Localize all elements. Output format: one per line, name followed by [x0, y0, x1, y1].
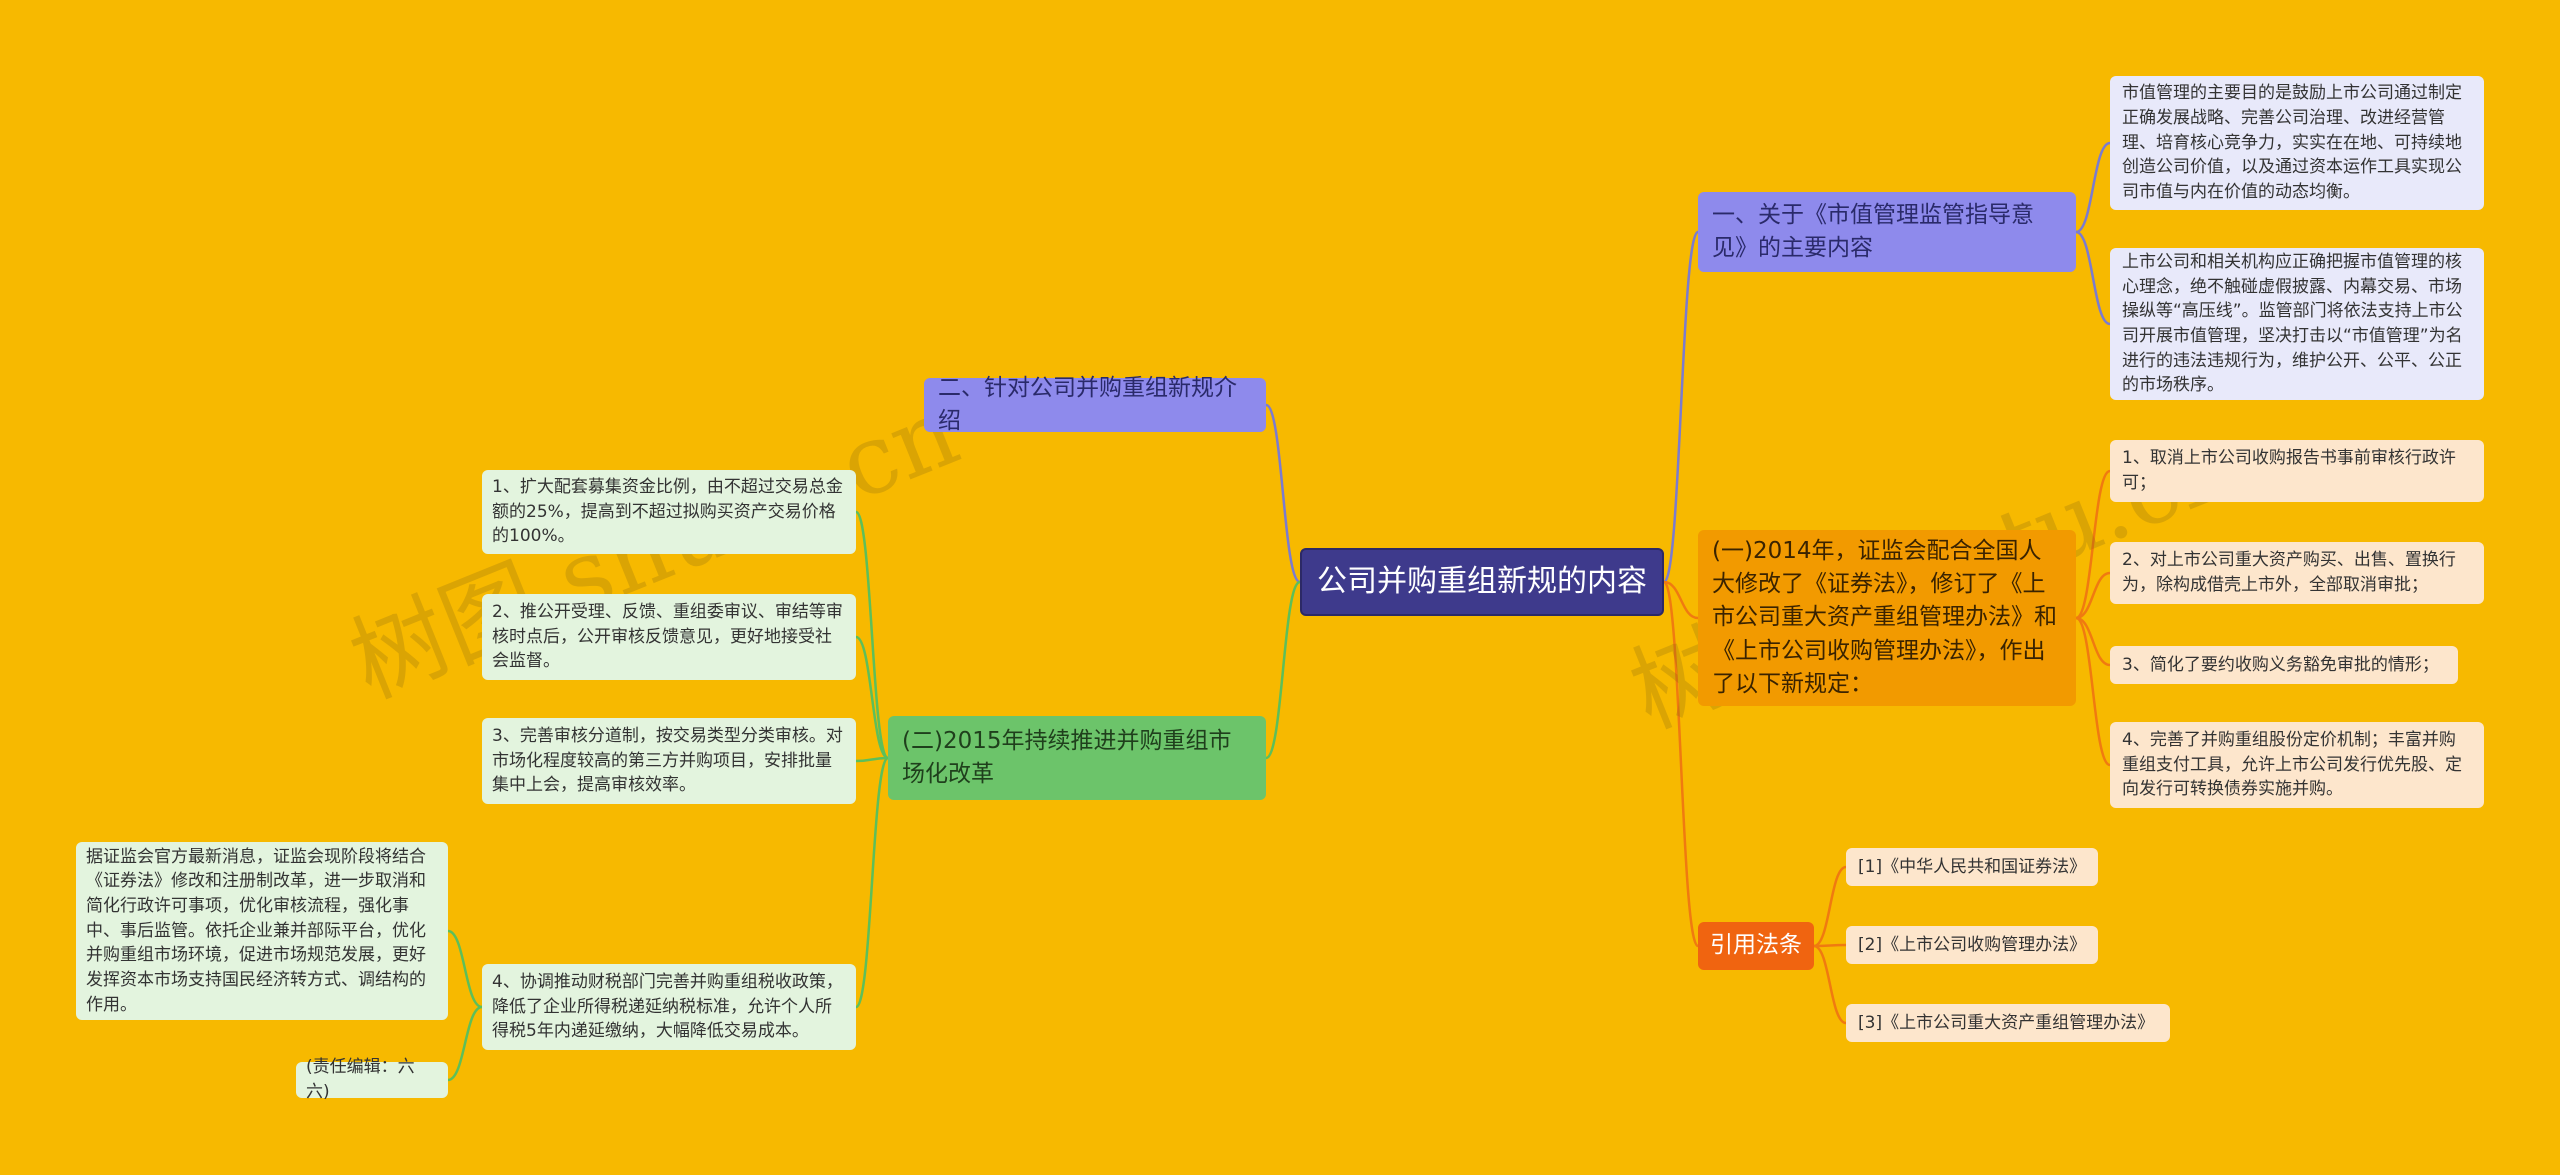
leaf-2014-item-4[interactable]: 4、完善了并购重组股份定价机制；丰富并购重组支付工具，允许上市公司发行优先股、定…	[2110, 722, 2484, 808]
root-node[interactable]: 公司并购重组新规的内容	[1300, 548, 1664, 616]
edge-l2-sub1	[447, 929, 483, 1009]
branch-label: 二、针对公司并购重组新规介绍	[938, 374, 1237, 434]
edge-root-branch1	[1662, 230, 1700, 584]
branch-label: (一)2014年，证监会配合全国人大修改了《证券法》，修订了《上市公司重大资产重…	[1712, 537, 2057, 698]
leaf-2015-item-4[interactable]: 4、协调推动财税部门完善并购重组税收政策，降低了企业所得税递延纳税标准，允许个人…	[482, 964, 856, 1050]
edge-root-left1	[1265, 403, 1301, 584]
edge-root-left2	[1265, 580, 1301, 760]
edge-b1-leaf1	[2075, 141, 2111, 234]
edge-b1-leaf2	[2075, 230, 2111, 326]
edge-l2-leaf2	[855, 635, 889, 760]
branch-2014-revisions[interactable]: (一)2014年，证监会配合全国人大修改了《证券法》，修订了《上市公司重大资产重…	[1698, 530, 2076, 706]
branch-label: 一、关于《市值管理监管指导意见》的主要内容	[1712, 201, 2034, 261]
leaf-2014-item-1[interactable]: 1、取消上市公司收购报告书事前审核行政许可；	[2110, 440, 2484, 502]
edge-b3-leaf2	[1813, 943, 1847, 948]
edge-l2-leaf4	[854, 756, 890, 1009]
leaf-law-restructuring[interactable]: [3]《上市公司重大资产重组管理办法》	[1846, 1004, 2170, 1042]
branch-label: (二)2015年持续推进并购重组市场化改革	[902, 727, 1232, 787]
leaf-2015-item-1[interactable]: 1、扩大配套募集资金比例，由不超过交易总金额的25%，提高到不超过拟购买资产交易…	[482, 470, 856, 554]
edge-b3-leaf1	[1813, 865, 1847, 948]
leaf-2015-item-2[interactable]: 2、推公开受理、反馈、重组委审议、审结等审核时点后，公开审核反馈意见，更好地接受…	[482, 594, 856, 680]
leaf-market-value-purpose[interactable]: 市值管理的主要目的是鼓励上市公司通过制定正确发展战略、完善公司治理、改进经营管理…	[2110, 76, 2484, 210]
edge-b2-leaf1	[2075, 469, 2111, 620]
branch-new-rules-intro[interactable]: 二、针对公司并购重组新规介绍	[924, 375, 1266, 434]
root-label: 公司并购重组新规的内容	[1317, 564, 1647, 600]
leaf-2014-item-3[interactable]: 3、简化了要约收购义务豁免审批的情形；	[2110, 646, 2458, 684]
leaf-csrc-news[interactable]: 据证监会官方最新消息，证监会现阶段将结合《证券法》修改和注册制改革，进一步取消和…	[76, 842, 448, 1020]
branch-cited-laws[interactable]: 引用法条	[1698, 922, 1814, 970]
leaf-market-value-concept[interactable]: 上市公司和相关机构应正确把握市值管理的核心理念，绝不触碰虚假披露、内幕交易、市场…	[2110, 248, 2484, 400]
leaf-2014-item-2[interactable]: 2、对上市公司重大资产购买、出售、置换行为，除构成借壳上市外，全部取消审批；	[2110, 542, 2484, 604]
branch-market-value-guidance[interactable]: 一、关于《市值管理监管指导意见》的主要内容	[1698, 192, 2076, 272]
leaf-editor[interactable]: (责任编辑：六六)	[296, 1057, 448, 1102]
leaf-2015-item-3[interactable]: 3、完善审核分道制，按交易类型分类审核。对市场化程度较高的第三方并购项目，安排批…	[482, 718, 856, 804]
edge-root-branch3	[1662, 580, 1700, 948]
edge-b2-leaf4	[2075, 616, 2111, 767]
edge-l2-sub2	[447, 1005, 483, 1082]
edge-l2-leaf3	[855, 756, 889, 763]
branch-2015-reform[interactable]: (二)2015年持续推进并购重组市场化改革	[888, 716, 1266, 800]
branch-label: 引用法条	[1710, 932, 1802, 959]
edge-b2-leaf2	[2075, 571, 2111, 620]
edge-b2-leaf3	[2075, 616, 2111, 667]
leaf-law-securities[interactable]: [1]《中华人民共和国证券法》	[1846, 848, 2098, 886]
edge-b3-leaf3	[1813, 944, 1847, 1025]
edge-l2-leaf1	[854, 510, 890, 760]
leaf-law-acquisition[interactable]: [2]《上市公司收购管理办法》	[1846, 926, 2098, 964]
edge-root-branch2	[1663, 580, 1699, 620]
